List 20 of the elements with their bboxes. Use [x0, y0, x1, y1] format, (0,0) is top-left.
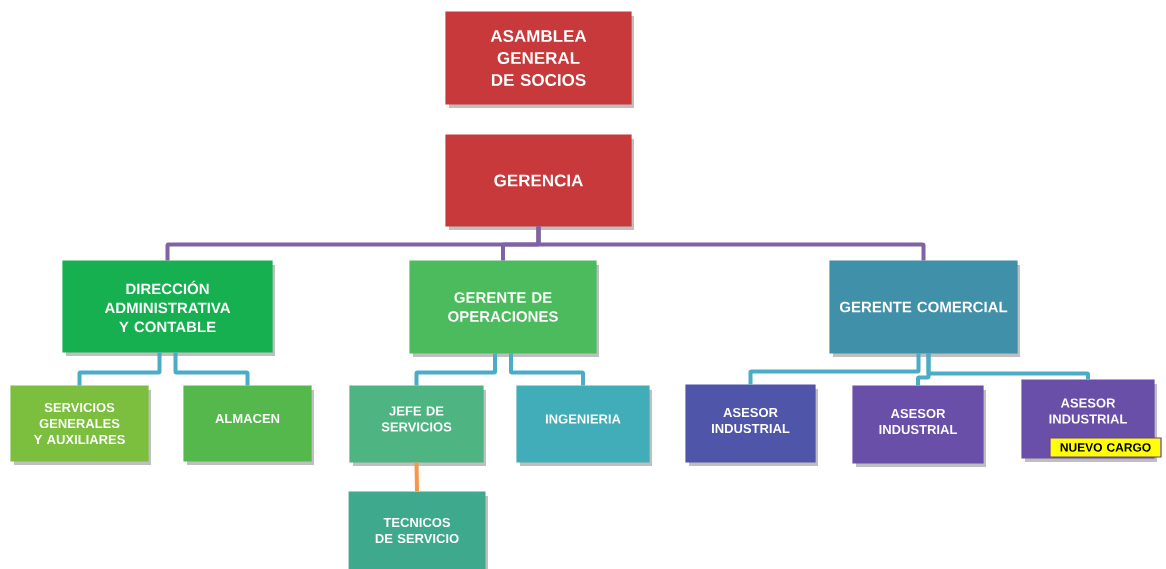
org-box: ASESOR INDUSTRIAL — [852, 385, 986, 467]
connector-line — [77, 352, 162, 386]
org-box: SERVICIOS GENERALES Y AUXILIARES — [10, 385, 151, 465]
connector-line — [173, 352, 250, 386]
org-box: ALMACEN — [183, 385, 314, 465]
connector-line — [536, 226, 926, 261]
connector-line — [414, 353, 497, 386]
org-box: TECNICOS DE SERVICIO — [348, 491, 488, 569]
org-box: GERENTE COMERCIAL — [829, 260, 1020, 357]
org-box: INGENIERIA — [516, 385, 652, 466]
connector-line — [414, 462, 419, 492]
connector-line — [926, 353, 1090, 380]
org-box: ASAMBLEA GENERAL DE SOCIOS — [445, 11, 634, 108]
org-box: DIRECCIÓN ADMINISTRATIVA Y CONTABLE — [62, 260, 275, 356]
org-box: GERENTE DE OPERACIONES — [409, 260, 599, 357]
connector-line — [509, 353, 585, 386]
org-box: GERENCIA — [445, 134, 634, 230]
org-box: ASESOR INDUSTRIAL — [685, 384, 818, 466]
org-box: JEFE DE SERVICIOS — [349, 385, 486, 466]
connector-line — [748, 353, 921, 385]
